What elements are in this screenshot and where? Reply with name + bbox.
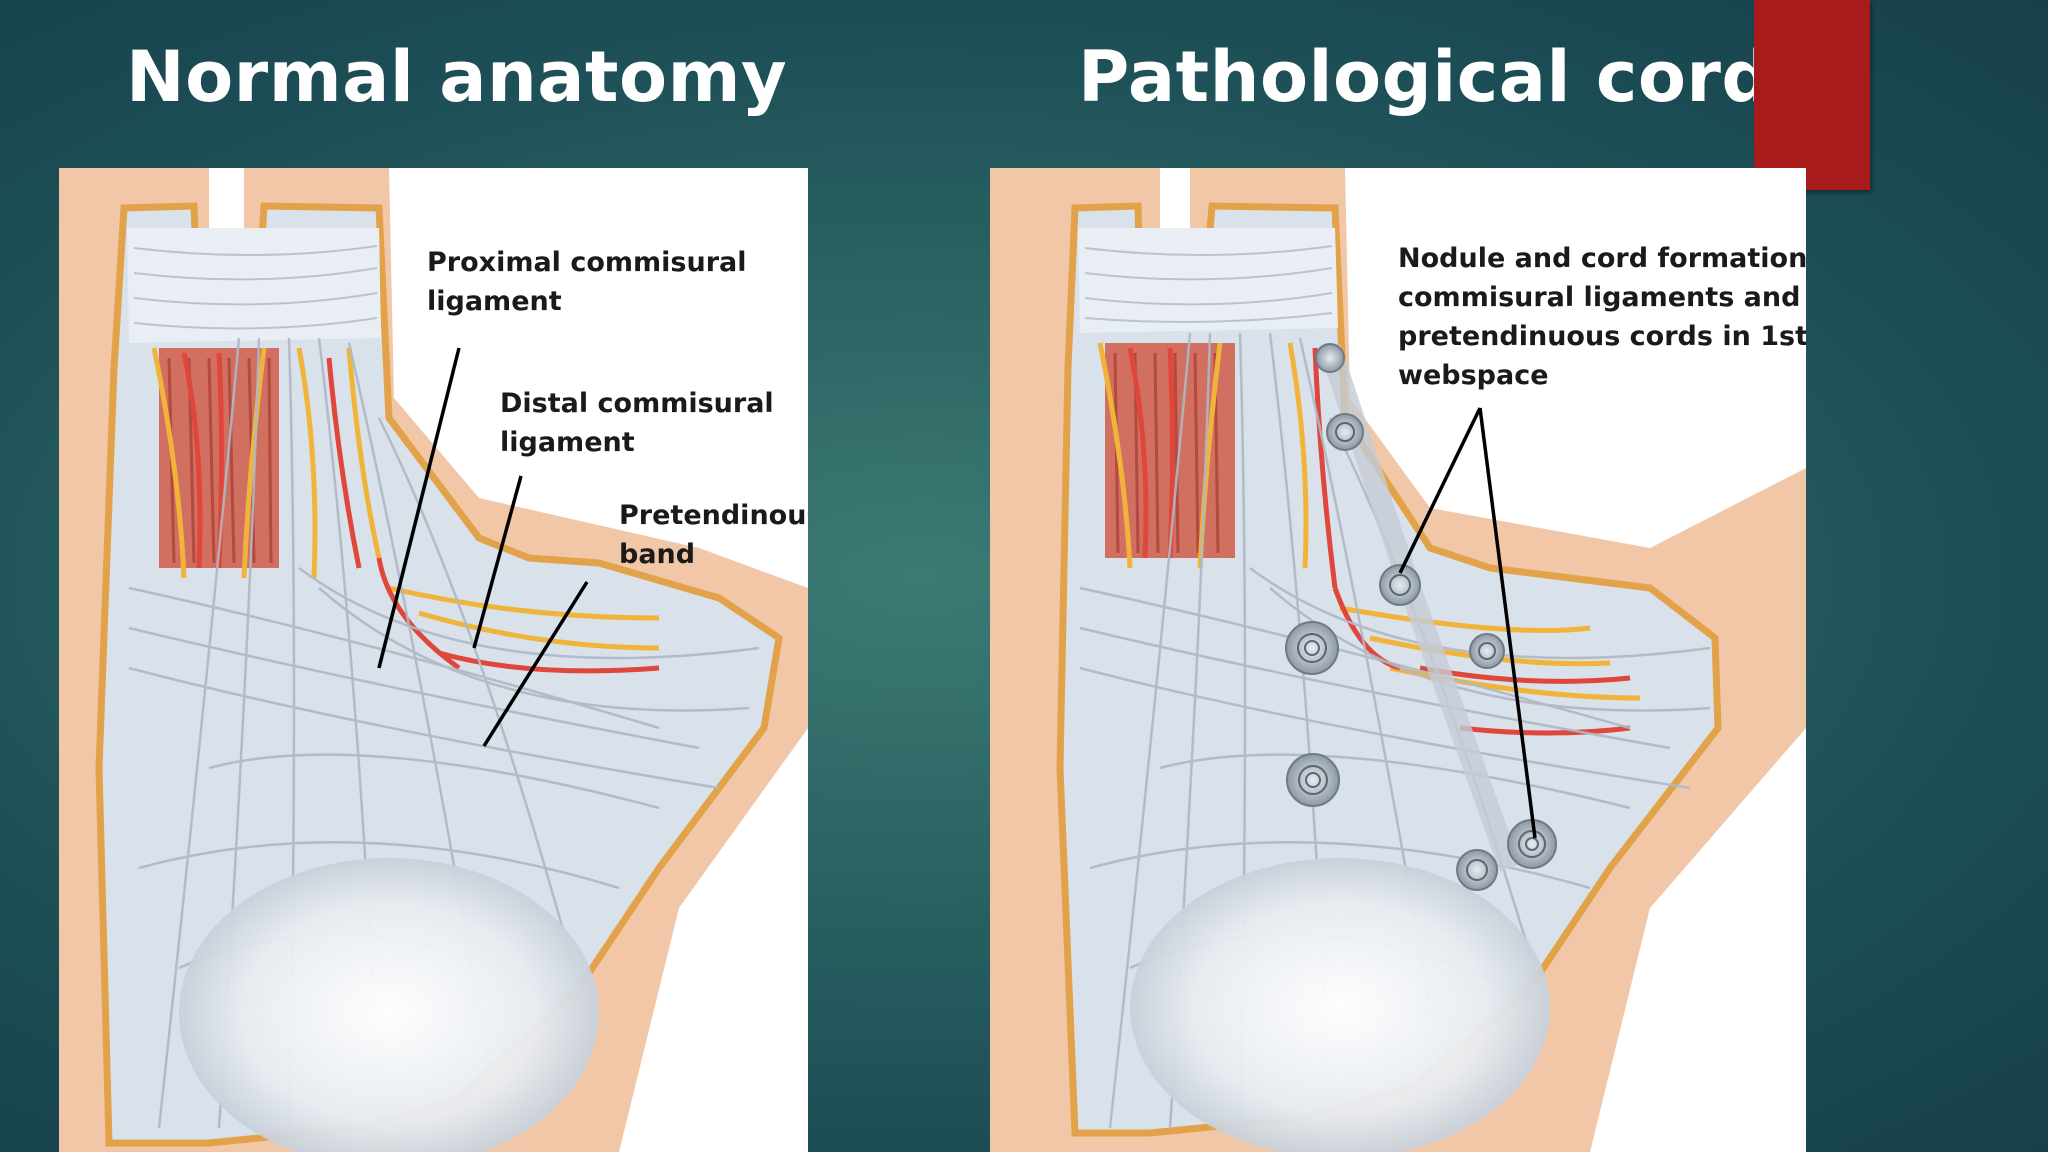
nodule <box>1286 753 1340 807</box>
hand-dissection-drawing-pathological <box>990 168 1806 1152</box>
label-nodule-and-cord-formation: Nodule and cord formation in commisural … <box>1398 243 1806 391</box>
leader-line-pretendinous <box>482 581 589 747</box>
nodule <box>1285 621 1339 675</box>
leader-line-distal <box>472 475 523 649</box>
thenar-eminence <box>179 858 599 1152</box>
slide-title-normal-anatomy: Normal anatomy <box>126 36 788 118</box>
hand-dissection-drawing-normal <box>59 168 808 1152</box>
leader-line-to-cord <box>1398 407 1482 574</box>
pathological-cord-illustration: Nodule and cord formation in commisural … <box>990 168 1806 1152</box>
label-proximal-commisural-ligament: Proximal commisural ligament <box>427 247 747 317</box>
nodule <box>1379 564 1421 606</box>
thenar-eminence <box>1130 858 1550 1152</box>
red-accent-block <box>1754 0 1870 190</box>
slide-title-pathological-cord: Pathological cord <box>1078 36 1773 118</box>
nodule <box>1326 413 1364 451</box>
leader-line-to-nodule <box>1478 407 1537 839</box>
leader-line-proximal <box>377 347 461 669</box>
label-distal-commisural-ligament: Distal commisural ligament <box>500 388 774 458</box>
nodule <box>1456 849 1498 891</box>
nodule <box>1315 343 1345 373</box>
nodules <box>1285 343 1557 891</box>
nodule <box>1469 633 1505 669</box>
natatory-ligament <box>127 228 381 343</box>
natatory-ligament <box>1078 228 1338 333</box>
normal-anatomy-illustration: Proximal commisural ligament Distal comm… <box>59 168 808 1152</box>
label-pretendinous-band: Pretendinous band <box>619 500 808 570</box>
